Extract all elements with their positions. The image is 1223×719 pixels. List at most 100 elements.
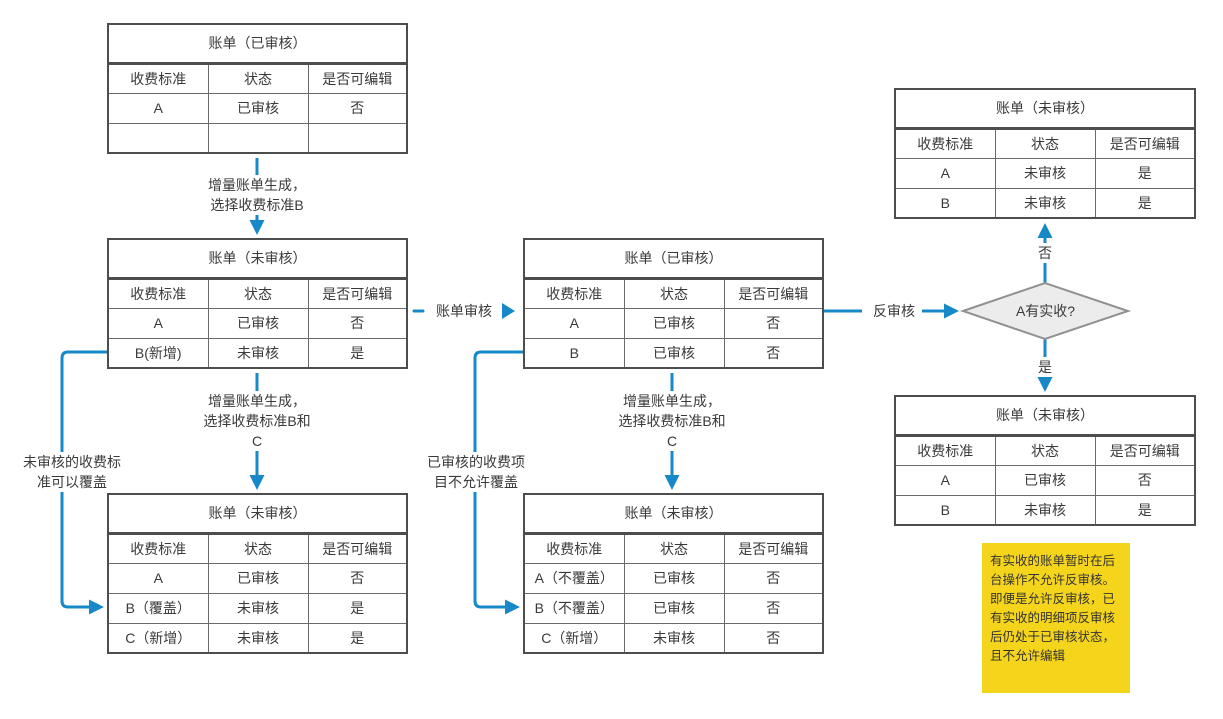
table-cell: A (107, 562, 209, 594)
table-cell: C（新增） (107, 622, 209, 654)
table-cell: A（不覆盖） (523, 562, 625, 594)
table-bill-unaudited-overlay: 账单（未审核） 收费标准 状态 是否可编辑 A 已审核 否 B（覆盖） 未审核 … (107, 493, 409, 654)
col-header-editable: 是否可编辑 (723, 532, 824, 564)
table-cell: 否 (723, 307, 824, 339)
table-bill-audited-after-review: 账单（已审核） 收费标准 状态 是否可编辑 A 已审核 否 B 已审核 否 (523, 238, 825, 369)
col-header-status: 状态 (623, 532, 725, 564)
table-row: A（不覆盖） 已审核 否 (523, 562, 824, 594)
table-cell: 已审核 (623, 307, 725, 339)
table-row: C（新增） 未审核 否 (523, 622, 824, 654)
table-cell: A (107, 92, 209, 124)
table-cell: 已审核 (207, 92, 309, 124)
label-incremental-generate-bc-left: 增量账单生成， 选择收费标准B和 C (183, 391, 331, 451)
table-cell: A (894, 157, 996, 189)
table-cell: 未审核 (994, 157, 1096, 189)
table-bill-unaudited-no-overlay: 账单（未审核） 收费标准 状态 是否可编辑 A（不覆盖） 已审核 否 B（不覆盖… (523, 493, 825, 654)
table-cell: B (894, 494, 996, 526)
table-cell (107, 122, 209, 154)
col-header-charge-standard: 收费标准 (894, 434, 996, 466)
table-cell: 是 (307, 622, 408, 654)
table-row: C（新增） 未审核 是 (107, 622, 408, 654)
table-row (107, 122, 408, 154)
bill-audit-arrowhead-icon (502, 303, 515, 319)
table-title: 账单（未审核） (895, 395, 1196, 437)
col-header-status: 状态 (207, 277, 309, 309)
table-cell: 已审核 (623, 592, 725, 624)
table-cell: 是 (1094, 187, 1196, 219)
col-header-status: 状态 (994, 434, 1096, 466)
table-cell: C（新增） (523, 622, 625, 654)
table-title: 账单（未审核） (108, 238, 408, 280)
label-reverse-audit: 反审核 (866, 301, 922, 321)
table-row: A 已审核 否 (107, 562, 408, 594)
table-row: A 已审核 否 (894, 464, 1196, 496)
table-bill-audited-initial: 账单（已审核） 收费标准 状态 是否可编辑 A 已审核 否 (107, 23, 409, 154)
table-cell (207, 122, 309, 154)
table-row: A 已审核 否 (107, 92, 408, 124)
table-cell: A (523, 307, 625, 339)
table-bill-unaudited-after-b: 账单（未审核） 收费标准 状态 是否可编辑 A 已审核 否 B(新增) 未审核 … (107, 238, 409, 369)
table-row: B 未审核 是 (894, 187, 1196, 219)
table-cell: 已审核 (207, 307, 309, 339)
table-cell: 否 (307, 307, 408, 339)
table-cell: 已审核 (207, 562, 309, 594)
sticky-note-reverse-audit-rule: 有实收的账单暂时在后 台操作不允许反审核。 即便是允许反审核，已 有实收的明细项… (982, 543, 1130, 693)
col-header-charge-standard: 收费标准 (894, 127, 996, 159)
table-title: 账单（未审核） (108, 493, 408, 535)
table-cell: 否 (723, 337, 824, 369)
table-cell: 是 (307, 592, 408, 624)
col-header-editable: 是否可编辑 (307, 277, 408, 309)
table-cell: 是 (1094, 157, 1196, 189)
table-cell: A (894, 464, 996, 496)
table-cell: 已审核 (994, 464, 1096, 496)
table-cell: 是 (307, 337, 408, 369)
table-row: B 已审核 否 (523, 337, 824, 369)
col-header-charge-standard: 收费标准 (523, 532, 625, 564)
col-header-status: 状态 (207, 62, 309, 94)
label-audited-no-overlay: 已审核的收费项 目不允许覆盖 (423, 452, 529, 492)
table-row: A 未审核 是 (894, 157, 1196, 189)
table-cell: 未审核 (207, 337, 309, 369)
col-header-editable: 是否可编辑 (1094, 434, 1196, 466)
table-cell: B(新增) (107, 337, 209, 369)
table-cell: 已审核 (623, 337, 725, 369)
table-row: A 已审核 否 (523, 307, 824, 339)
table-cell (307, 122, 408, 154)
table-cell: 已审核 (623, 562, 725, 594)
table-row: B（不覆盖） 已审核 否 (523, 592, 824, 624)
label-unaudited-can-overlay: 未审核的收费标 准可以覆盖 (20, 452, 124, 492)
col-header-status: 状态 (623, 277, 725, 309)
table-title: 账单（已审核） (524, 238, 824, 280)
col-header-status: 状态 (994, 127, 1096, 159)
col-header-editable: 是否可编辑 (307, 62, 408, 94)
table-cell: 否 (307, 562, 408, 594)
label-bill-audit: 账单审核 (429, 301, 499, 321)
table-cell: 未审核 (994, 187, 1096, 219)
col-header-editable: 是否可编辑 (723, 277, 824, 309)
table-title: 账单（未审核） (524, 493, 824, 535)
col-header-status: 状态 (207, 532, 309, 564)
label-branch-yes: 是 (1035, 357, 1055, 377)
col-header-editable: 是否可编辑 (1094, 127, 1196, 159)
table-cell: 否 (723, 562, 824, 594)
col-header-charge-standard: 收费标准 (523, 277, 625, 309)
table-cell: 未审核 (207, 622, 309, 654)
table-title: 账单（已审核） (108, 23, 408, 65)
table-cell: 否 (723, 592, 824, 624)
table-cell: 否 (307, 92, 408, 124)
table-row: B(新增) 未审核 是 (107, 337, 408, 369)
table-row: B（覆盖） 未审核 是 (107, 592, 408, 624)
label-incremental-generate-b: 增量账单生成， 选择收费标准B (183, 175, 331, 215)
table-bill-unaudited-reversed-partial: 账单（未审核） 收费标准 状态 是否可编辑 A 已审核 否 B 未审核 是 (894, 395, 1197, 526)
table-cell: 未审核 (207, 592, 309, 624)
table-cell: B（覆盖） (107, 592, 209, 624)
table-bill-unaudited-reversed-all: 账单（未审核） 收费标准 状态 是否可编辑 A 未审核 是 B 未审核 是 (894, 88, 1197, 219)
table-cell: B（不覆盖） (523, 592, 625, 624)
col-header-charge-standard: 收费标准 (107, 277, 209, 309)
decision-diamond (959, 281, 1132, 341)
table-cell: 否 (1094, 464, 1196, 496)
col-header-editable: 是否可编辑 (307, 532, 408, 564)
col-header-charge-standard: 收费标准 (107, 532, 209, 564)
table-title: 账单（未审核） (895, 88, 1196, 130)
